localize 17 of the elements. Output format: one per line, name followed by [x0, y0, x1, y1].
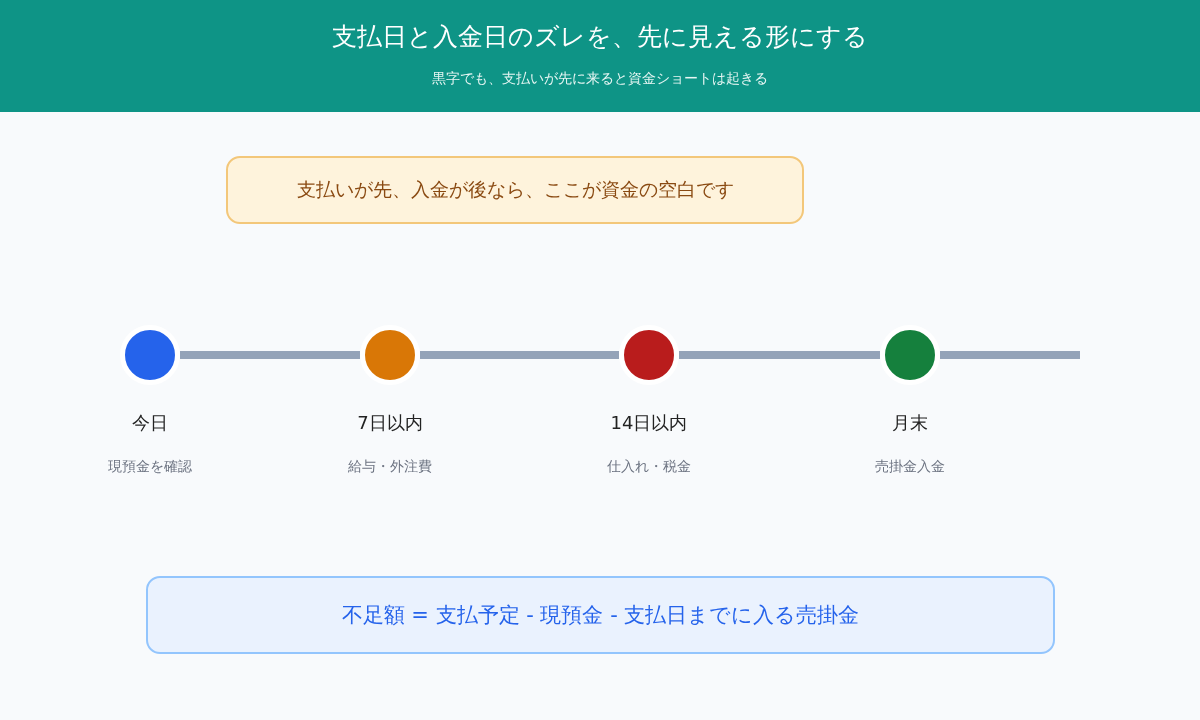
date-label: 14日以内 — [609, 411, 689, 435]
note-label: 仕入れ・税金 — [606, 458, 692, 476]
box-text: 不足額 = 支払予定 - 現預金 - 支払日までに入る売掛金 — [341, 602, 860, 629]
timeline-line — [420, 351, 619, 359]
box-text: 支払いが先、入金が後なら、ここが資金の空白です — [296, 177, 734, 202]
note-label: 売掛金入金 — [874, 458, 946, 476]
note-label: 給与・外注費 — [347, 458, 433, 476]
timeline-line — [679, 351, 880, 359]
timeline-line — [180, 351, 360, 359]
date-label: 7日以内 — [356, 411, 424, 435]
date-label: 月末 — [891, 411, 929, 435]
formula-box — [146, 576, 1055, 654]
callout-box — [226, 156, 804, 224]
title: 支払日と入金日のズレを、先に見える形にする — [331, 21, 869, 53]
subtitle: 黒字でも、支払いが先に来ると資金ショートは起きる — [431, 70, 769, 88]
date-label: 今日 — [131, 411, 169, 435]
note-label: 現預金を確認 — [107, 458, 193, 476]
